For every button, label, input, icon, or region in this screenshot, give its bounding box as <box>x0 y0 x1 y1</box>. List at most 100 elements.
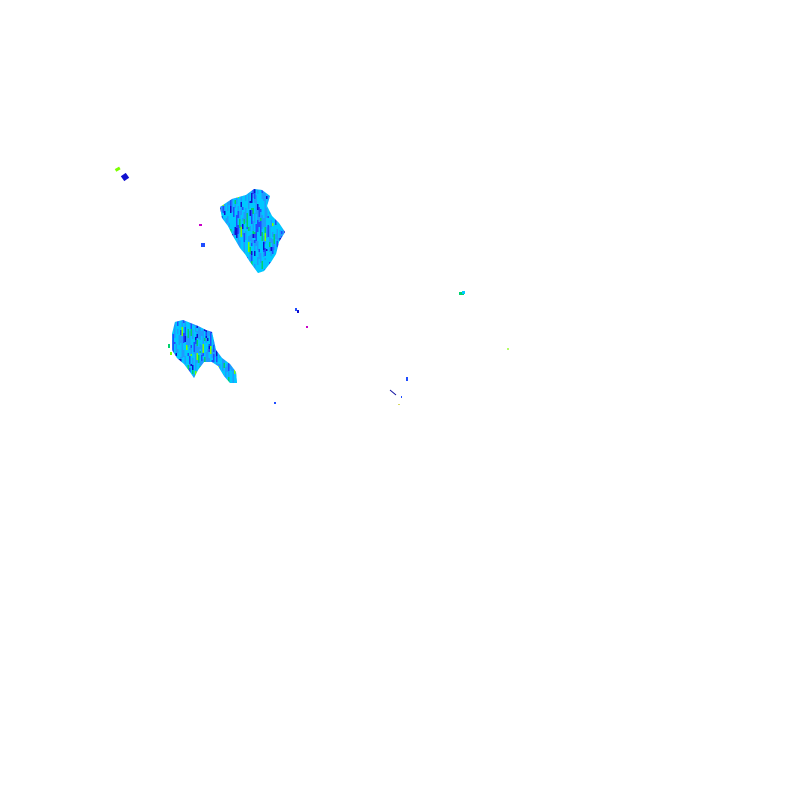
echo-pixel <box>269 247 271 252</box>
echo-pixel <box>180 320 182 322</box>
echo-pixel <box>240 237 242 241</box>
echo-pixel <box>202 344 204 353</box>
echo-pixel <box>175 328 177 338</box>
echo-pixel <box>245 205 247 208</box>
echo-pixel <box>236 215 238 221</box>
speckle-blue-3 <box>297 310 299 313</box>
echo-pixel <box>199 351 201 353</box>
echo-pixel <box>248 213 250 218</box>
echo-pixel <box>254 251 256 256</box>
echo-pixel <box>199 340 201 344</box>
echo-pixel <box>246 239 248 242</box>
echo-pixel <box>180 357 182 359</box>
echo-pixel <box>275 239 277 246</box>
echo-pixel <box>257 204 259 210</box>
echo-pixel <box>249 210 251 216</box>
echo-pixel <box>174 330 176 336</box>
echo-pixel <box>233 231 235 241</box>
echo-pixel <box>210 331 212 337</box>
echo-pixel <box>202 356 204 359</box>
echo-pixel <box>242 229 244 235</box>
echo-pixel <box>257 210 259 220</box>
echo-pixel <box>225 367 227 372</box>
echo-pixel <box>228 211 230 217</box>
echo-pixel <box>248 197 250 201</box>
echo-pixel <box>251 246 253 251</box>
echo-pixel <box>263 210 265 218</box>
echo-pixel <box>198 323 200 332</box>
echo-pixel <box>258 189 260 197</box>
echo-pixel <box>211 341 213 343</box>
echo-pixel <box>261 241 263 248</box>
echo-pixel <box>261 199 263 201</box>
echo-pixel <box>255 243 257 246</box>
echo-pixel <box>266 208 268 218</box>
echo-pixel <box>226 364 228 372</box>
echo-pixel <box>254 193 256 199</box>
echo-pixel <box>252 240 254 243</box>
echo-pixel <box>231 379 233 382</box>
echo-pixel <box>230 229 232 233</box>
echo-pixel <box>237 206 239 211</box>
echo-pixel <box>208 358 210 365</box>
echo-pixel <box>216 347 218 356</box>
echo-pixel <box>196 360 198 363</box>
echo-pixel <box>264 244 266 248</box>
echo-pixel <box>255 248 257 257</box>
echo-pixel <box>276 232 278 241</box>
echo-pixel <box>201 325 203 331</box>
echo-pixel <box>224 215 226 222</box>
echo-pixel <box>242 247 244 250</box>
echo-pixel <box>236 238 238 242</box>
echo-pixel <box>201 331 203 336</box>
echo-pixel <box>246 219 248 227</box>
echo-pixel <box>224 211 226 215</box>
echo-pixel <box>254 223 256 232</box>
echo-pixel <box>195 337 197 340</box>
echo-pixel <box>255 241 257 243</box>
echo-pixel <box>231 218 233 227</box>
echo-pixel <box>276 229 278 232</box>
echo-pixel <box>272 226 274 232</box>
echo-pixel <box>269 252 271 257</box>
echo-pixel <box>184 364 186 366</box>
echo-pixel <box>181 353 183 358</box>
echo-pixel <box>254 234 256 238</box>
echo-pixel <box>252 214 254 221</box>
echo-pixel <box>187 329 189 338</box>
echo-pixel <box>174 321 176 330</box>
echo-pixel <box>225 364 227 367</box>
echo-pixel <box>195 371 197 377</box>
echo-pixel <box>222 371 224 374</box>
echo-pixel <box>208 352 210 358</box>
echo-pixel <box>254 213 256 223</box>
echo-pixel <box>270 243 272 247</box>
echo-pixel <box>254 189 256 193</box>
echo-pixel <box>266 204 268 206</box>
echo-pixel <box>266 241 268 249</box>
echo-pixel <box>252 208 254 214</box>
echo-pixel <box>205 332 207 336</box>
echo-pixel <box>228 205 230 211</box>
echo-pixel <box>264 248 266 256</box>
echo-pixel <box>252 245 254 253</box>
echo-pixel <box>270 238 272 243</box>
echo-pixel <box>195 365 197 371</box>
echo-pixel <box>270 220 272 227</box>
echo-pixel <box>261 261 263 269</box>
echo-pixel <box>269 235 271 242</box>
echo-pixel <box>260 202 262 205</box>
echo-pixel <box>183 323 185 328</box>
echo-pixel <box>190 356 192 364</box>
echo-pixel <box>270 247 272 251</box>
echo-pixel <box>243 227 245 233</box>
echo-pixel <box>263 265 265 273</box>
echo-pixel <box>224 207 226 211</box>
echo-pixel <box>229 382 231 383</box>
echo-pixel <box>184 327 186 336</box>
echo-pixel <box>174 336 176 338</box>
echo-pixel <box>192 365 194 370</box>
speckle-magenta-1 <box>199 224 202 226</box>
echo-pixel <box>263 218 265 227</box>
